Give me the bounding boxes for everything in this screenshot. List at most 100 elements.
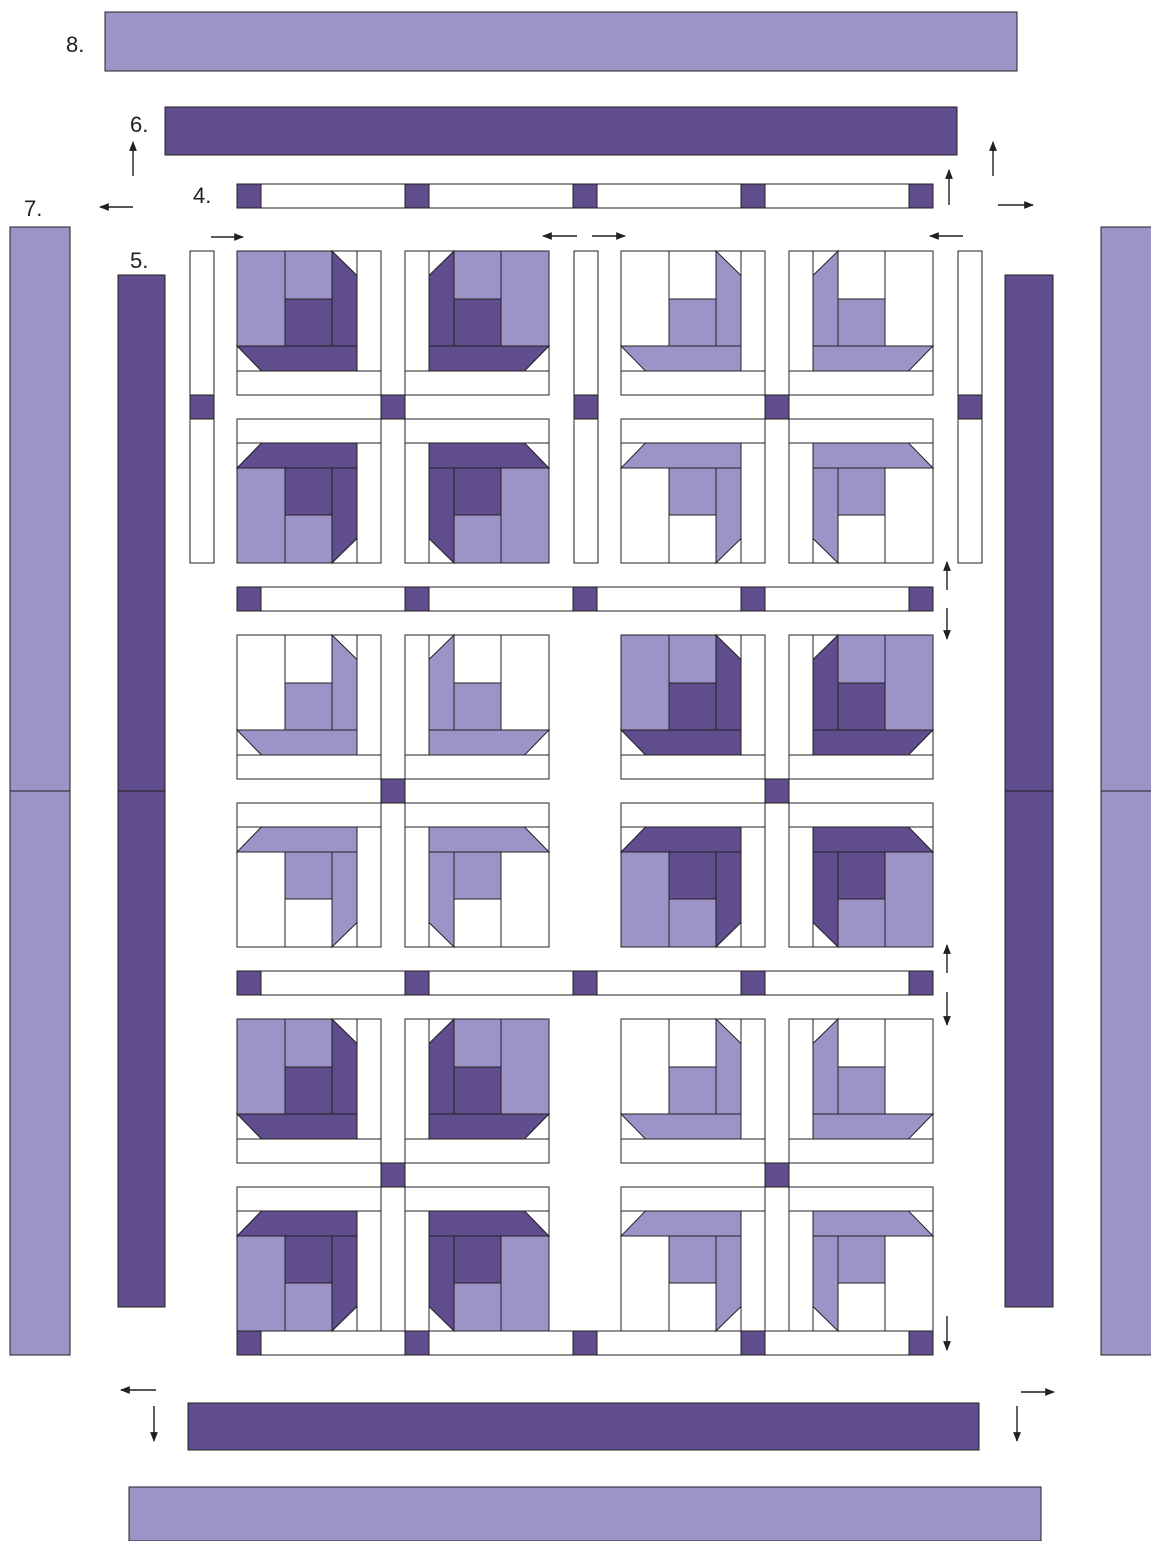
cornerstone <box>909 587 933 611</box>
flower-unit <box>789 1187 933 1331</box>
flower-unit <box>237 251 381 395</box>
log-strip <box>237 251 285 346</box>
center-square <box>454 299 501 346</box>
cornerstone <box>573 1331 597 1355</box>
cornerstone <box>237 1331 261 1355</box>
center-square <box>669 468 716 515</box>
inner-sash <box>621 419 765 443</box>
center-square <box>454 683 501 730</box>
inner-border-right-lower <box>1005 791 1053 1307</box>
horizontal-sashing-top <box>237 184 933 208</box>
log-strip <box>285 899 332 947</box>
log-strip <box>237 635 285 730</box>
center-square <box>669 683 716 730</box>
log-strip <box>454 251 501 299</box>
inner-sash <box>621 803 765 827</box>
log-strip <box>285 1283 332 1331</box>
log-strip <box>454 1019 501 1067</box>
log-strip <box>501 635 549 730</box>
log-strip <box>621 468 669 563</box>
log-strip <box>621 1236 669 1331</box>
inner-sash <box>237 1187 381 1211</box>
vertical-sashing-2 <box>574 251 598 563</box>
flower-unit <box>789 635 933 779</box>
inner-sash <box>405 1187 549 1211</box>
quilt-block-dark <box>621 635 933 947</box>
inner-border-left-upper <box>118 275 165 791</box>
log-strip <box>237 1236 285 1331</box>
log-strip <box>454 635 501 683</box>
log-strip <box>621 635 669 730</box>
log-strip <box>838 635 885 683</box>
center-square <box>285 299 332 346</box>
step-label-5: 5. <box>130 248 148 273</box>
cornerstone <box>574 395 598 419</box>
outer-border-right-lower <box>1101 791 1151 1355</box>
log-strip <box>838 899 885 947</box>
flower-unit <box>621 635 765 779</box>
log-strip <box>669 899 716 947</box>
log-strip <box>285 1019 332 1067</box>
log-strip <box>838 515 885 563</box>
cornerstone <box>909 184 933 208</box>
horizontal-sashing-row1 <box>237 587 933 611</box>
log-strip <box>285 251 332 299</box>
center-square <box>838 852 885 899</box>
inner-sash <box>789 1187 933 1211</box>
flower-unit <box>237 419 381 563</box>
inner-sash <box>789 419 933 443</box>
log-strip <box>669 635 716 683</box>
inner-sash <box>237 803 381 827</box>
log-strip <box>501 1236 549 1331</box>
center-square <box>285 852 332 899</box>
log-strip <box>621 1019 669 1114</box>
center-square <box>285 1236 332 1283</box>
flower-unit <box>237 635 381 779</box>
center-square <box>285 468 332 515</box>
inner-sash <box>405 755 549 779</box>
log-strip <box>501 468 549 563</box>
inner-sash <box>789 371 933 395</box>
cornerstone <box>958 395 982 419</box>
flower-unit <box>405 1019 549 1163</box>
quilt-block-light <box>621 251 933 563</box>
cornerstone <box>741 1331 765 1355</box>
cornerstone <box>237 184 261 208</box>
cornerstone <box>381 1163 405 1187</box>
cornerstone <box>573 587 597 611</box>
inner-sash <box>789 803 933 827</box>
flower-unit <box>237 1019 381 1163</box>
outer-border-bottom <box>129 1487 1041 1541</box>
log-strip <box>454 515 501 563</box>
log-strip <box>237 468 285 563</box>
flower-unit <box>405 419 549 563</box>
center-square <box>669 1067 716 1114</box>
quilt-block-dark <box>237 1019 549 1331</box>
flower-unit <box>789 251 933 395</box>
cornerstone <box>741 971 765 995</box>
inner-sash <box>237 371 381 395</box>
horizontal-sashing-bottom <box>237 1331 933 1355</box>
outer-border-left-lower <box>10 791 70 1355</box>
log-strip <box>885 1019 933 1114</box>
log-strip <box>501 251 549 346</box>
log-strip <box>454 899 501 947</box>
outer-border-right-upper <box>1101 227 1151 791</box>
inner-border-top <box>165 107 957 155</box>
inner-sash <box>237 419 381 443</box>
log-strip <box>669 251 716 299</box>
log-strip <box>669 1283 716 1331</box>
center-square <box>454 1236 501 1283</box>
vertical-sashing-1 <box>190 251 214 563</box>
log-strip <box>285 515 332 563</box>
flower-unit <box>621 251 765 395</box>
inner-sash <box>621 1187 765 1211</box>
inner-sash <box>621 1139 765 1163</box>
center-square <box>285 683 332 730</box>
cornerstone <box>405 1331 429 1355</box>
cornerstone <box>237 971 261 995</box>
log-strip <box>669 1019 716 1067</box>
flower-unit <box>405 635 549 779</box>
inner-border-bottom <box>188 1403 979 1450</box>
